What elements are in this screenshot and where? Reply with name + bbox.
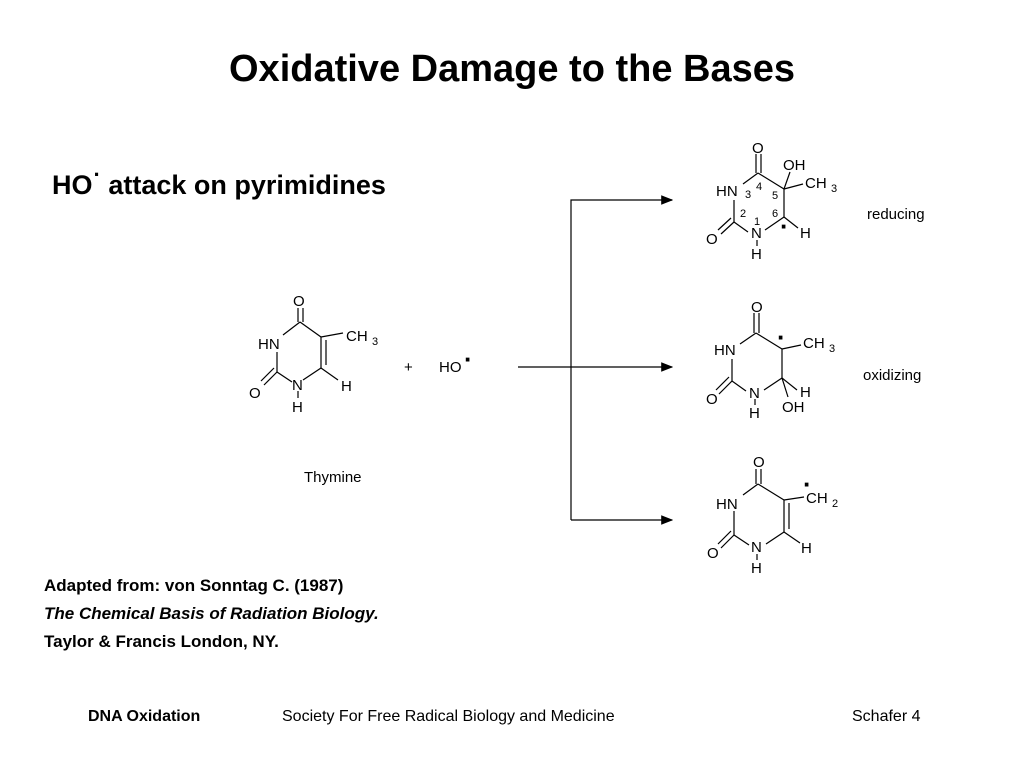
plus-sign: +: [404, 359, 413, 376]
subtitle-ho: HO: [52, 170, 93, 200]
p1-ring-number-4: 4: [756, 181, 762, 193]
p2-n: N: [749, 385, 760, 402]
p3-ch: CH: [806, 490, 828, 507]
citation-source: Adapted from: von Sonntag C. (1987): [44, 576, 344, 595]
thymine-hn: HN: [258, 336, 280, 353]
thymine-n: N: [292, 377, 303, 394]
arrows: [518, 195, 674, 525]
citation: Adapted from: von Sonntag C. (1987) The …: [44, 572, 379, 656]
p3-n: N: [751, 539, 762, 556]
footer-society: Society For Free Radical Biology and Med…: [282, 708, 615, 725]
oxidizing-label: oxidizing: [863, 367, 921, 384]
thymine-ch: CH: [346, 328, 368, 345]
p1-n: N: [751, 225, 762, 242]
p1-ring-number-3: 3: [745, 189, 751, 201]
thymine-structure: O HN CH 3 O N H H + HO · Thymine: [249, 293, 473, 486]
p1-oh: OH: [783, 157, 806, 174]
p2-radical-dot: ·: [777, 322, 786, 352]
p2-hn: HN: [714, 342, 736, 359]
thymine-o-top: O: [293, 293, 305, 310]
hydroxyl-radical: HO: [439, 359, 462, 376]
page-title: Oxidative Damage to the Bases: [229, 48, 795, 90]
p3-h-n: H: [751, 560, 762, 577]
p1-ring-number-5: 5: [772, 190, 778, 202]
p3-radical-dot: ·: [803, 469, 812, 499]
product-allyl-radical: O HN CH 2 O N H H ·: [707, 454, 838, 577]
p2-ch3-subscript: 3: [829, 343, 835, 355]
product-oxidizing: O HN CH 3 O N H H OH · oxidizing: [706, 299, 921, 422]
p1-ring-number-2: 2: [740, 208, 746, 220]
p1-ring-number-6: 6: [772, 208, 778, 220]
p2-o-left: O: [706, 391, 718, 408]
arrow-branch-top: [570, 199, 672, 520]
thymine-ch3-subscript: 3: [372, 336, 378, 348]
p3-h-c: H: [801, 540, 812, 557]
citation-book-title: The Chemical Basis of Radiation Biology.: [44, 604, 379, 623]
p1-ch3-subscript: 3: [831, 183, 837, 195]
p1-h-c: H: [800, 225, 811, 242]
footer-slide-number: Schafer 4: [852, 708, 921, 725]
citation-publisher: Taylor & Francis London, NY.: [44, 632, 279, 651]
reducing-label: reducing: [867, 206, 925, 223]
subtitle-rest: attack on pyrimidines: [100, 170, 386, 200]
thymine-label: Thymine: [304, 469, 362, 486]
subtitle: HO· attack on pyrimidines: [52, 162, 386, 201]
p1-radical-dot: ·: [780, 211, 789, 241]
p1-ch: CH: [805, 175, 827, 192]
thymine-o-left: O: [249, 385, 261, 402]
p3-o-left: O: [707, 545, 719, 562]
p1-ring-number-1: 1: [754, 216, 760, 228]
hydroxyl-radical-dot: ·: [464, 344, 473, 374]
product-reducing: O OH HN CH 3 O N H H · 1 2 3 4 5 6 reduc…: [706, 140, 925, 263]
p3-ch2-subscript: 2: [832, 498, 838, 510]
thymine-h-n: H: [292, 399, 303, 416]
p2-o-top: O: [751, 299, 763, 316]
thymine-h-c: H: [341, 378, 352, 395]
subtitle-radical-dot: ·: [93, 162, 101, 187]
footer-topic: DNA Oxidation: [88, 708, 201, 725]
p2-oh: OH: [782, 399, 805, 416]
p1-o-top: O: [752, 140, 764, 157]
p2-h-n: H: [749, 405, 760, 422]
p1-hn: HN: [716, 183, 738, 200]
p3-hn: HN: [716, 496, 738, 513]
p1-o-left: O: [706, 231, 718, 248]
p2-h-c: H: [800, 384, 811, 401]
p3-o-top: O: [753, 454, 765, 471]
p1-h-n: H: [751, 246, 762, 263]
p2-ch: CH: [803, 335, 825, 352]
